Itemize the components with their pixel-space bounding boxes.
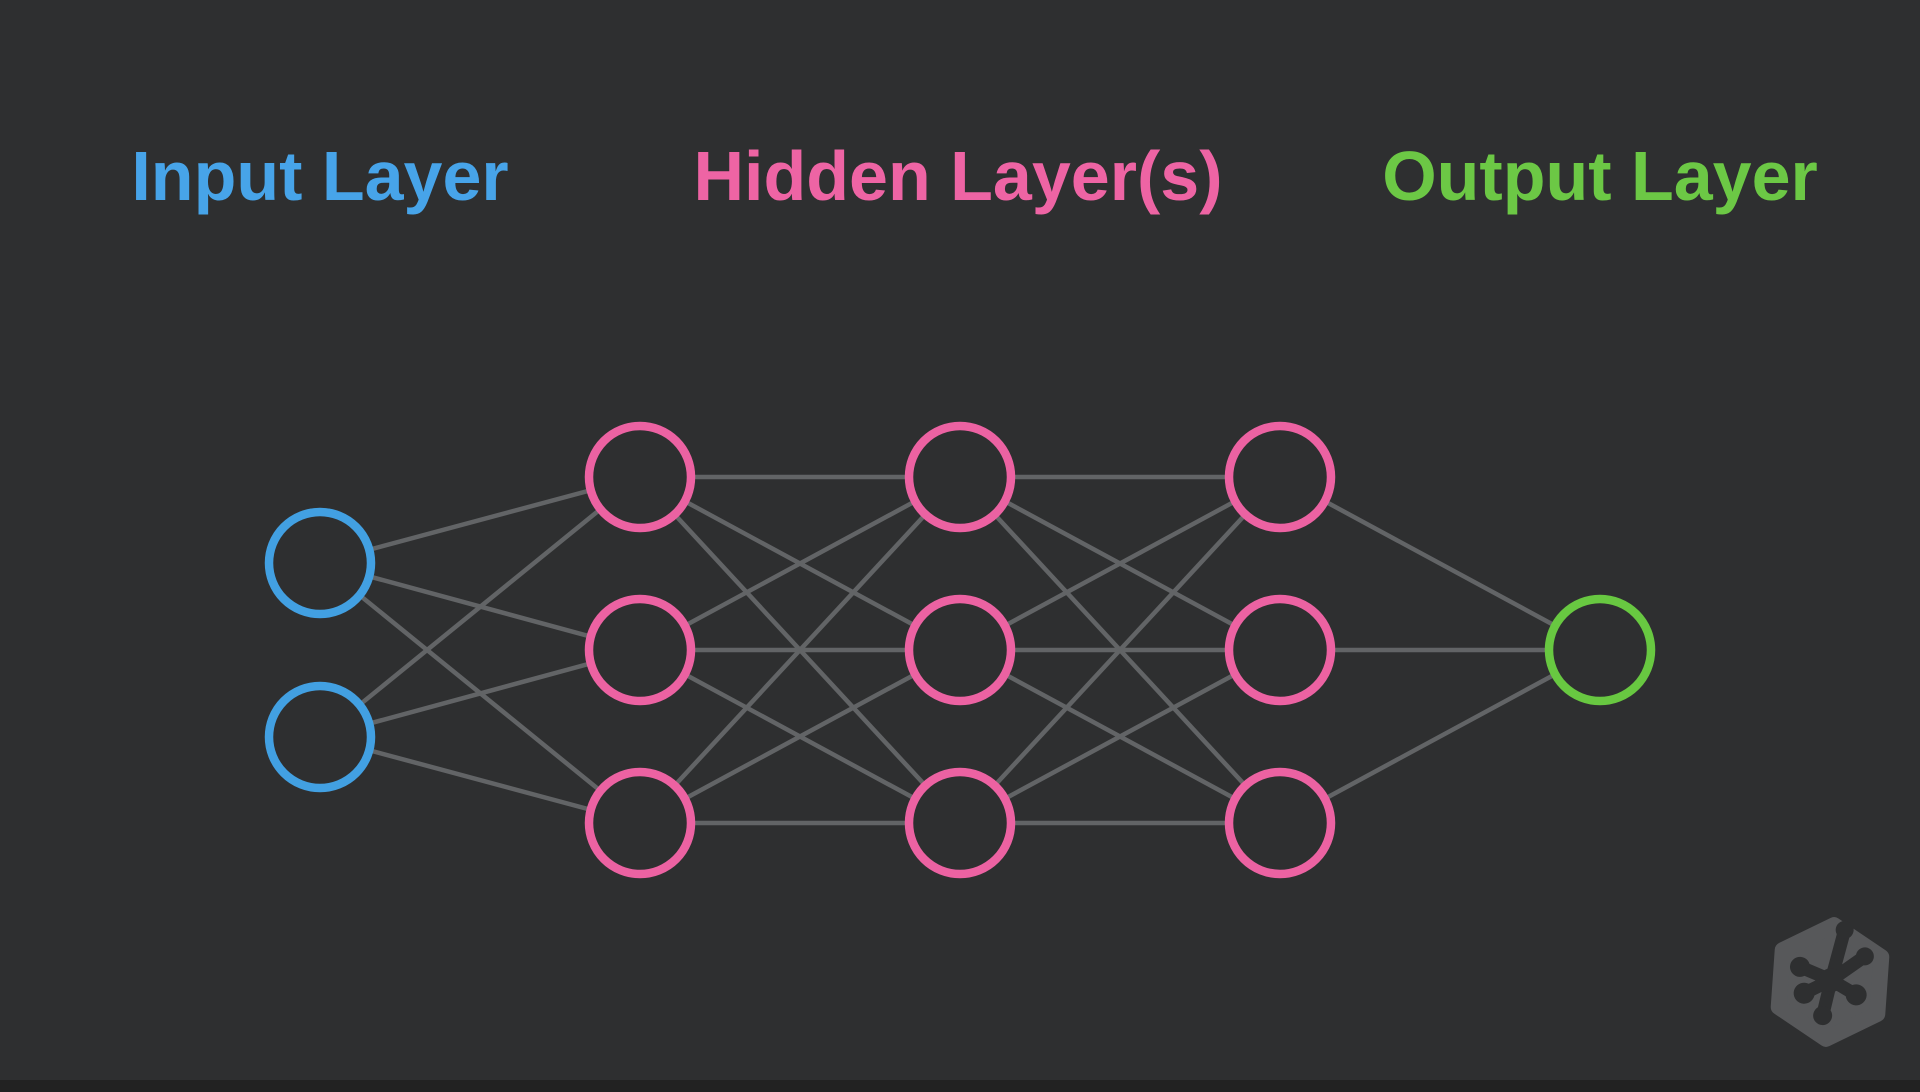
edge-line (1278, 475, 1602, 652)
hidden-1-node-1 (584, 421, 696, 533)
output-node-1 (1544, 594, 1656, 706)
hidden-1-node-2 (584, 594, 696, 706)
hidden-1-node-3 (584, 767, 696, 879)
edge-line (958, 648, 1282, 825)
edge-line (318, 475, 642, 739)
hidden-2-node-3 (904, 767, 1016, 879)
nodes-group (264, 421, 1656, 879)
hidden-3-node-3 (1224, 767, 1336, 879)
edge-line (958, 475, 1282, 652)
edge-line (958, 475, 1282, 825)
hexagon-frog-logo (1770, 917, 1890, 1047)
hidden-3-node-1 (1224, 421, 1336, 533)
hidden-2-node-1 (904, 421, 1016, 533)
input-layer-label: Input Layer (131, 137, 509, 215)
input-node-2 (264, 681, 376, 793)
hidden-3-node-2 (1224, 594, 1336, 706)
hidden-layer-label: Hidden Layer(s) (693, 137, 1223, 215)
edge-line (1278, 648, 1602, 825)
output-layer-label: Output Layer (1382, 137, 1818, 215)
edge-line (638, 475, 962, 652)
hidden-2-node-2 (904, 594, 1016, 706)
edge-line (319, 647, 641, 740)
edge-line (638, 475, 962, 825)
edge-line (638, 648, 962, 825)
input-node-1 (264, 507, 376, 619)
frog-footprint-icon (1789, 920, 1874, 1026)
